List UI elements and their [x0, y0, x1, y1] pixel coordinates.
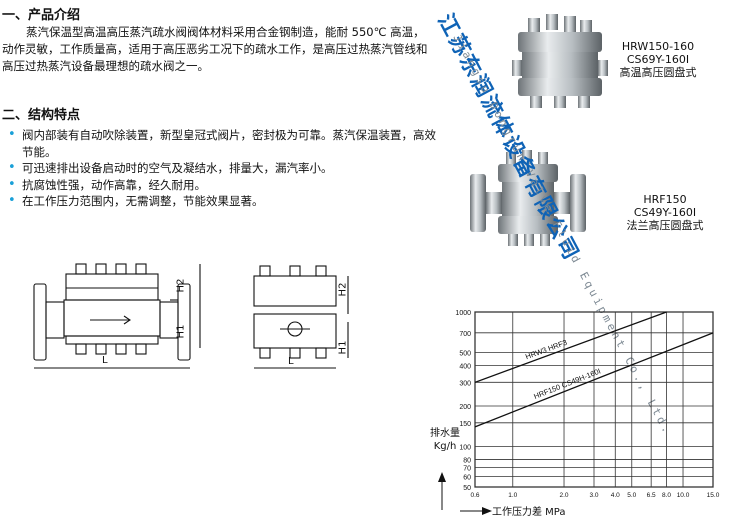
model-type: 法兰高压圆盘式: [626, 219, 704, 232]
product-label-disc: HRW150-160 CS69Y-160I 高温高压圆盘式: [608, 40, 708, 79]
x-tick-label: 2.0: [559, 492, 568, 499]
y-tick-label: 100: [459, 445, 471, 452]
series-label: HRF150 CS49H-160I: [532, 366, 602, 401]
x-tick-label: 10.0: [677, 492, 690, 499]
x-axis-arrowhead: [482, 507, 492, 515]
feature-list: 阀内部装有自动吹除装置，新型皇冠式阀片，密封极为可靠。蒸汽保温装置，高效节能。 …: [6, 127, 446, 210]
y-tick-label: 200: [459, 404, 471, 411]
drawing-flanged: [33, 263, 201, 369]
series-line: [474, 311, 667, 383]
model-code: CS69Y-160I: [626, 53, 690, 66]
x-tick-label: 15.0: [707, 492, 720, 499]
x-tick-label: 0.6: [470, 492, 479, 499]
y-tick-label: 150: [459, 421, 471, 428]
dim-H1: H1: [175, 324, 187, 339]
drawing-compact: [253, 265, 349, 369]
features-heading: 二、结构特点: [2, 108, 81, 123]
series-label: HRW3 HRF3: [524, 338, 568, 361]
model-code: HRF150: [643, 193, 687, 206]
y-tick-label: 80: [463, 458, 471, 465]
product-label-flange: HRF150 CS49Y-160I 法兰高压圆盘式: [615, 193, 715, 232]
dim-L: L: [102, 355, 108, 366]
intro-heading: 一、产品介绍: [2, 8, 81, 23]
dim-H2: H2: [175, 278, 187, 293]
x-tick-label: 4.0: [611, 492, 620, 499]
y-tick-label: 1000: [455, 310, 471, 317]
x-tick-label: 5.0: [627, 492, 636, 499]
y-tick-label: 500: [459, 350, 471, 357]
series-line: [474, 332, 714, 428]
x-tick-label: 8.0: [662, 492, 671, 499]
dim-H2-right: H2: [337, 282, 349, 297]
y-tick-label: 700: [459, 331, 471, 338]
y-tick-label: 50: [463, 485, 471, 492]
x-axis-label: 工作压力差 MPa: [492, 507, 566, 518]
y-tick-label: 300: [459, 380, 471, 387]
valve-photo-disc: [512, 14, 608, 108]
feature-item: 阀内部装有自动吹除装置，新型皇冠式阀片，密封极为可靠。蒸汽保温装置，高效节能。: [6, 127, 446, 160]
model-type: 高温高压圆盘式: [619, 66, 697, 79]
valve-photo-flange: [470, 150, 586, 246]
y-tick-label: 70: [463, 465, 471, 472]
feature-item: 在工作压力范围内，无需调整，节能效果显著。: [6, 193, 446, 210]
feature-item: 抗腐蚀性强，动作高靠，经久耐用。: [6, 177, 446, 194]
y-axis-arrowhead: [438, 472, 446, 482]
x-tick-label: 6.5: [647, 492, 656, 499]
x-tick-label: 3.0: [589, 492, 598, 499]
model-code: HRW150-160: [621, 40, 695, 53]
feature-item: 可迅速排出设备启动时的空气及凝结水，排量大，漏汽率小。: [6, 160, 446, 177]
y-axis-label: 排水量 Kg/h: [430, 428, 460, 452]
x-tick-label: 1.0: [508, 492, 517, 499]
model-code: CS49Y-160I: [633, 206, 697, 219]
dim-L-right: L: [288, 356, 294, 367]
intro-paragraph: 蒸汽保温型高温高压蒸汽疏水阀阀体材料采用合金钢制造，能耐 550℃ 高温，动作灵…: [2, 25, 428, 73]
y-tick-label: 400: [459, 364, 471, 371]
dim-H1-right: H1: [337, 340, 349, 355]
y-tick-label: 60: [463, 474, 471, 481]
